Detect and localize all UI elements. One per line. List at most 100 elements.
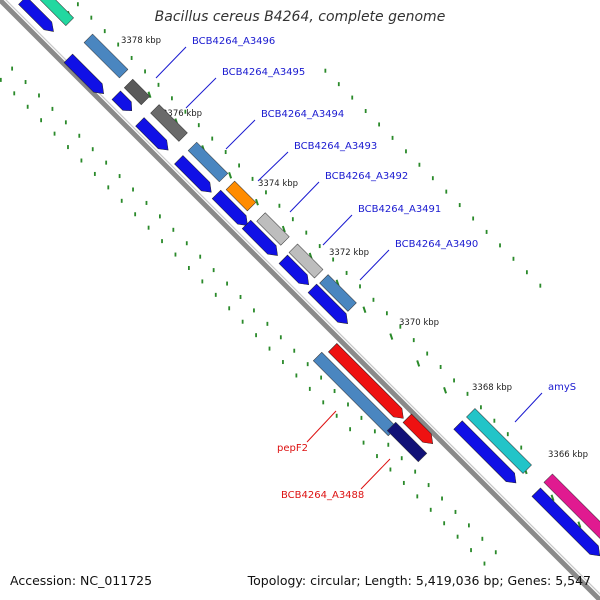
grid-dot — [466, 391, 469, 396]
gene-red-small[interactable] — [402, 413, 437, 448]
grid-dot — [439, 364, 442, 369]
grid-dot — [80, 158, 83, 163]
gene-label[interactable]: BCB4264_A3494 — [261, 109, 344, 120]
grid-dot — [40, 118, 43, 123]
grid-dot — [506, 432, 509, 437]
grid-dot — [472, 216, 475, 221]
grid-dot — [351, 95, 354, 100]
grid-dot — [458, 203, 461, 208]
grid-dot — [157, 82, 160, 87]
leader-line — [322, 214, 353, 246]
grid-dot — [268, 346, 271, 351]
ring-tick — [362, 306, 367, 314]
grid-dot — [378, 122, 381, 127]
grid-dot — [67, 145, 69, 150]
grid-dot — [333, 389, 336, 394]
grid-dot — [187, 265, 190, 270]
ring-tick — [228, 172, 233, 179]
grid-dot — [159, 214, 161, 219]
grid-dot — [132, 187, 134, 192]
accession-text: Accession: NC_011725 — [10, 573, 153, 588]
grid-dot — [134, 212, 137, 217]
grid-dot — [376, 454, 378, 459]
grid-dot — [26, 104, 29, 109]
gene-label[interactable]: BCB4264_A3493 — [294, 141, 377, 152]
grid-dot — [520, 445, 523, 450]
grid-dot — [335, 413, 338, 418]
grid-dot — [324, 68, 327, 73]
grid-dot — [144, 69, 146, 74]
grid-dot — [120, 198, 123, 203]
feature-teal-top[interactable] — [40, 0, 74, 26]
gene-bcb4264-a3493[interactable] — [187, 141, 229, 183]
grid-dot — [214, 292, 217, 297]
cds-bcb4264-a3493[interactable] — [174, 155, 215, 196]
grid-dot — [291, 217, 294, 222]
grid-dot — [364, 109, 367, 114]
gene-bcb4264-a3491[interactable] — [256, 212, 290, 246]
gene-label[interactable]: pepF2 — [277, 443, 308, 454]
leader-line — [306, 410, 337, 443]
grid-dot — [90, 15, 93, 20]
gene-amys[interactable] — [466, 408, 532, 474]
ring-tick — [147, 91, 152, 99]
cds-amys[interactable] — [453, 420, 520, 487]
cds-arrow-top[interactable] — [18, 0, 58, 35]
ring-tick — [281, 225, 286, 233]
cds-bcb4264-a3492[interactable] — [211, 189, 252, 230]
outer-dotted-grid — [0, 2, 542, 566]
gene-magenta-edge[interactable] — [543, 473, 600, 547]
grid-dot — [76, 2, 79, 7]
grid-dot — [418, 162, 421, 167]
grid-dot — [454, 509, 457, 514]
gene-label[interactable]: BCB4264_A3492 — [325, 171, 408, 182]
grid-dot — [362, 440, 365, 445]
cds-bcb4264-a3495[interactable] — [111, 90, 136, 115]
grid-dot — [212, 268, 215, 273]
tick-label: 3366 kbp — [548, 450, 588, 460]
gene-labels: BCB4264_A3496BCB4264_A3495BCB4264_A3494B… — [192, 36, 576, 501]
leader-line — [360, 458, 391, 490]
grid-dot — [145, 200, 148, 205]
gene-label[interactable]: BCB4264_A3491 — [358, 204, 441, 215]
grid-dot — [171, 96, 173, 101]
cds-bcb4264-a3491[interactable] — [241, 219, 282, 260]
grid-dot — [468, 523, 470, 528]
cds-bcb4264-a3490-a[interactable] — [278, 254, 313, 289]
grid-dot — [441, 496, 443, 501]
grid-dot — [103, 29, 106, 34]
gene-label[interactable]: BCB4264_A3490 — [395, 239, 478, 250]
gene-label[interactable]: BCB4264_A3488 — [281, 490, 364, 501]
grid-dot — [412, 338, 415, 343]
grid-dot — [359, 284, 361, 289]
grid-dot — [416, 494, 419, 499]
gene-bcb4264-a3490-a[interactable] — [288, 243, 324, 279]
cds-bcb4264-a3496[interactable] — [63, 53, 108, 98]
cds-edge[interactable] — [531, 487, 600, 560]
gene-bcb4264-a3492[interactable] — [225, 180, 257, 212]
cds-bcb4264-a3490[interactable] — [307, 283, 352, 328]
gene-label[interactable]: BCB4264_A3496 — [192, 36, 275, 47]
leader-line — [289, 181, 320, 213]
grid-dot — [251, 176, 254, 181]
grid-dot — [239, 294, 242, 299]
gene-label[interactable]: amyS — [548, 382, 576, 393]
grid-dot — [78, 133, 81, 138]
grid-dot — [51, 106, 54, 111]
gene-bcb4264-a3494[interactable] — [150, 104, 188, 142]
gene-label[interactable]: BCB4264_A3495 — [222, 67, 305, 78]
grid-dot — [431, 176, 434, 181]
gene-bcb4264-a3488[interactable] — [386, 421, 428, 463]
grid-dot — [493, 418, 496, 423]
gene-pepf2-red[interactable] — [328, 343, 407, 422]
ring-tick — [255, 198, 259, 206]
gene-bcb4264-a3496[interactable] — [83, 33, 129, 79]
grid-dot — [332, 257, 335, 262]
grid-dot — [347, 402, 349, 407]
gene-bcb4264-a3490[interactable] — [319, 274, 357, 312]
gene-bcb4264-a3495[interactable] — [123, 78, 151, 106]
cds-bcb4264-a3494[interactable] — [135, 117, 173, 155]
